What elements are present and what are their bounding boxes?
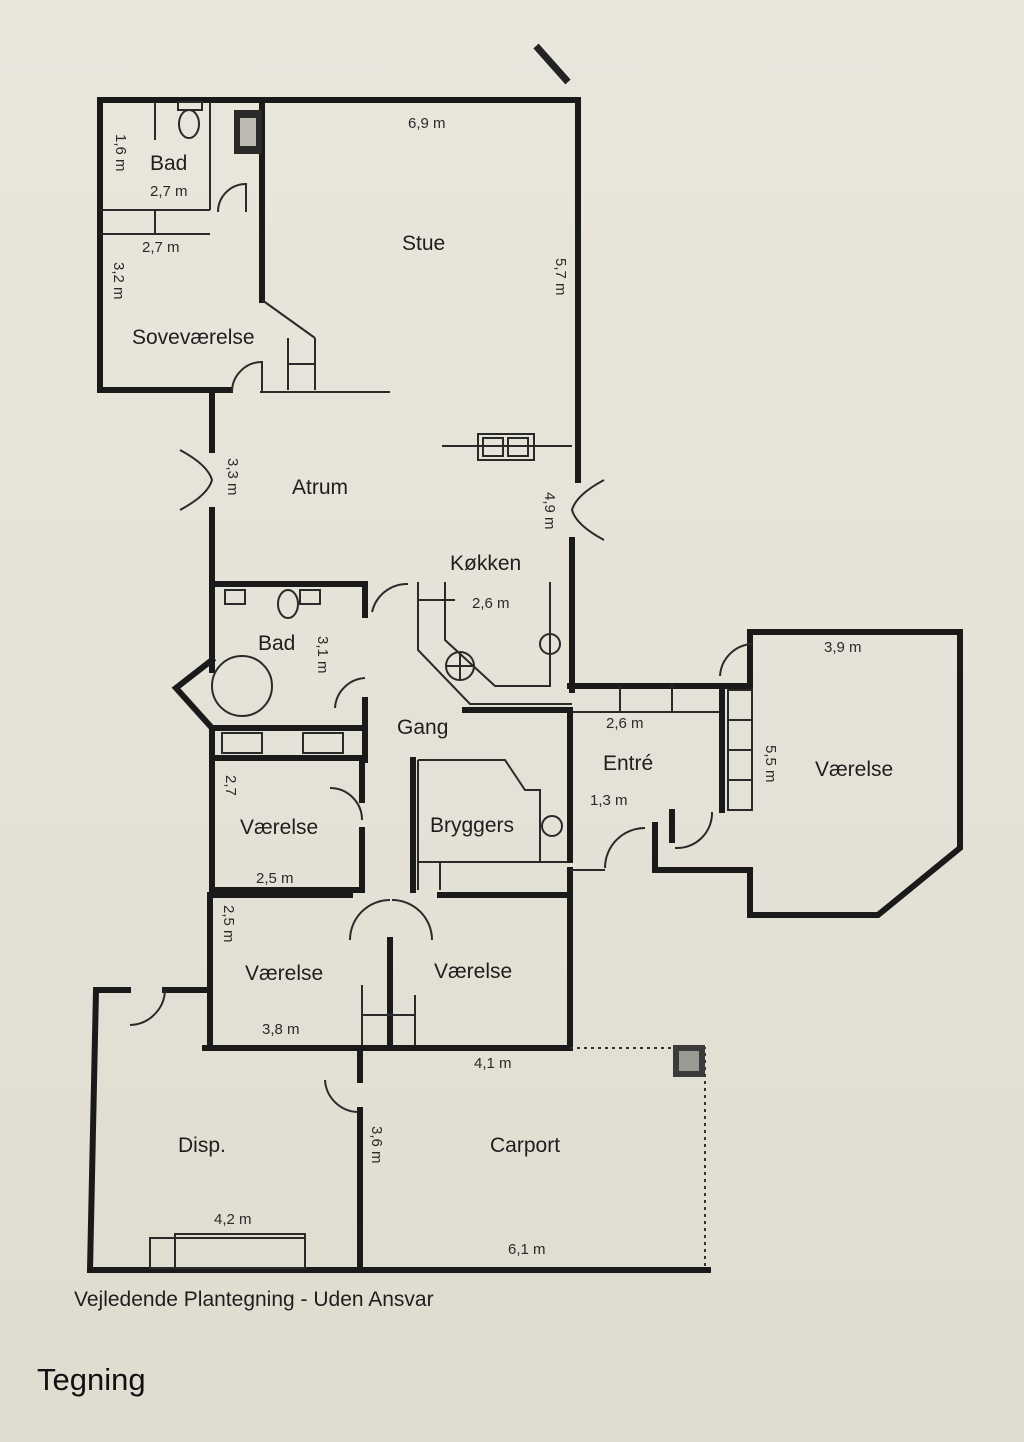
doors — [129, 182, 753, 1113]
room-atrium: Atrum — [292, 476, 348, 499]
dim-disp-width: 4,2 m — [214, 1211, 252, 1228]
dim-stue-width: 6,9 m — [408, 115, 446, 132]
room-vaerelse-2: Værelse — [245, 962, 323, 985]
hob-icon — [445, 651, 475, 681]
room-vaerelse-1: Værelse — [240, 816, 318, 839]
room-carport: Carport — [490, 1134, 560, 1157]
dim-vaerelse-2-height: 2,5 m — [220, 905, 237, 943]
dim-stue-height: 5,7 m — [552, 258, 569, 296]
dimension-labels: 6,9 m 5,7 m 1,6 m 2,7 m 2,7 m 3,2 m 3,3 … — [110, 115, 862, 1258]
room-stue: Stue — [402, 232, 445, 255]
room-sovevaerelse: Soveværelse — [132, 326, 255, 349]
north-arrow-icon — [533, 43, 571, 85]
room-vaerelse-right: Værelse — [815, 758, 893, 781]
dim-vaerelse-2-width: 3,8 m — [262, 1021, 300, 1038]
room-entre: Entré — [603, 752, 653, 775]
dim-carport-bottom: 6,1 m — [508, 1241, 546, 1258]
dim-bad-top-width: 2,7 m — [150, 183, 188, 200]
room-bad-top: Bad — [150, 152, 187, 175]
dim-kokken-height: 4,9 m — [541, 492, 558, 530]
dim-carport-top: 4,1 m — [474, 1055, 512, 1072]
dim-sove-width: 2,7 m — [142, 239, 180, 256]
page-label: Tegning — [37, 1362, 146, 1397]
dim-sove-height: 3,2 m — [110, 262, 127, 300]
room-gang: Gang — [397, 716, 448, 739]
room-disp: Disp. — [178, 1134, 226, 1157]
dim-bad-top-height: 1,6 m — [112, 134, 129, 172]
dim-vaerelse-1-height: 2,7 — [222, 775, 239, 796]
dim-vaerelse-1-width: 2,5 m — [256, 870, 294, 887]
room-kokken: Køkken — [450, 552, 521, 575]
dim-vaerelse-right-width: 3,9 m — [824, 639, 862, 656]
dim-entre-width-1: 2,6 m — [606, 715, 644, 732]
room-bad-mid: Bad — [258, 632, 295, 655]
dim-entre-width-2: 1,3 m — [590, 792, 628, 809]
dim-atrium-height: 3,3 m — [224, 458, 241, 496]
room-bryggers: Bryggers — [430, 814, 514, 837]
dim-kokken-width: 2,6 m — [472, 595, 510, 612]
walls — [86, 97, 963, 1273]
plan-caption: Vejledende Plantegning - Uden Ansvar — [74, 1288, 434, 1311]
dim-vaerelse-right-height: 5,5 m — [762, 745, 779, 783]
dim-carport-height: 3,6 m — [368, 1126, 385, 1164]
room-labels: Bad Stue Soveværelse Atrum Køkken Bad Ga… — [132, 152, 893, 1157]
dim-bad-mid-height: 3,1 m — [314, 636, 331, 674]
room-vaerelse-3: Værelse — [434, 960, 512, 983]
